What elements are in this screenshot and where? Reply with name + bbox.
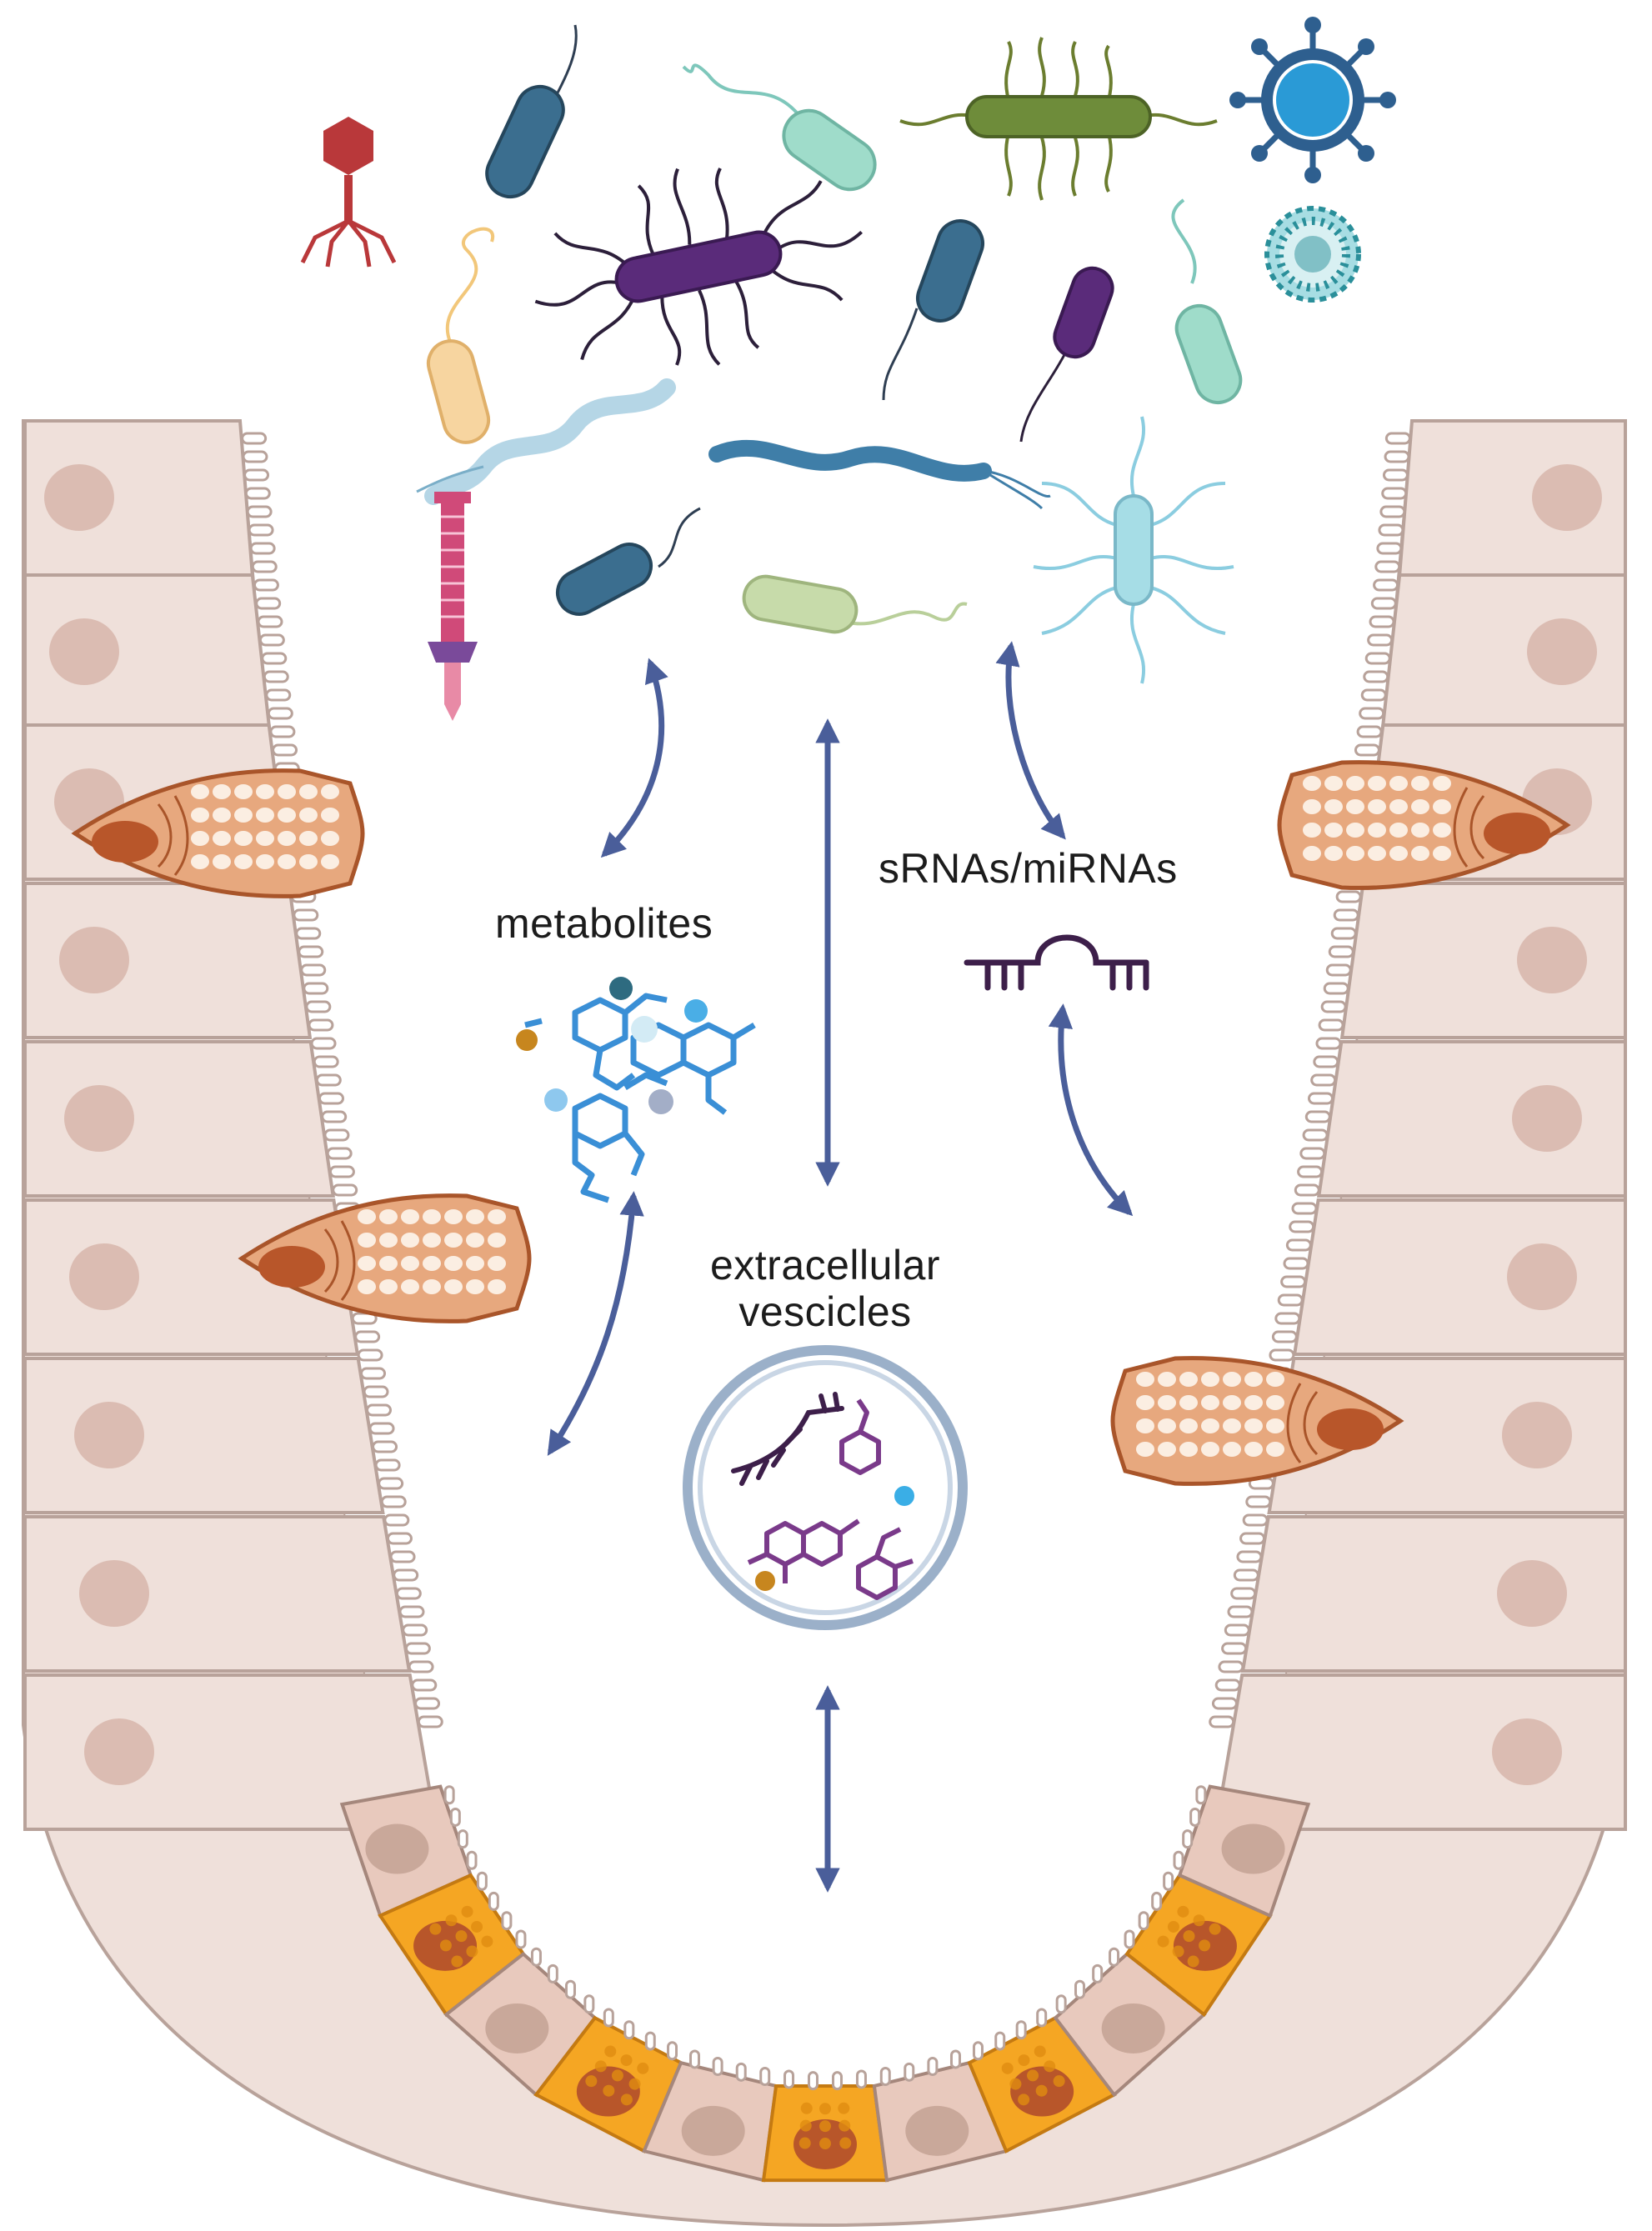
crypt-base-cells [339,1784,1311,2183]
flagellated-bacterium-icon [426,227,495,444]
arrow-microbes-srnas [995,641,1066,840]
rod-bacterium-icon [555,507,701,616]
enterocyte-icon [1380,573,1627,731]
paneth-cell-icon [1124,1871,1273,2018]
extracellular-vesicles-label: extracellular vescicles [709,1242,941,1335]
rod-bacterium-icon [1019,266,1114,443]
paneth-cell-icon [761,2069,889,2183]
virus-icon [1229,17,1396,183]
enterocyte-icon [23,1357,385,1514]
enterocyte-icon [1292,1198,1627,1356]
enterocyte-icon [1339,882,1627,1039]
enterocyte-icon [23,882,313,1039]
arrow-srnas-epithelium [1048,1003,1134,1217]
bacteriophage-icon [300,117,397,268]
goblet-cells [71,760,1571,1486]
enterocyte-icon [23,1040,335,1198]
peritrichous-bacterium-icon [534,168,863,366]
goblet-cell-icon [71,768,365,898]
arrow-metabolites-epithelium [547,1191,644,1456]
enterocyte-icon [1317,1040,1627,1198]
interaction-arrows [547,641,1134,1893]
enterocyte-icon [23,1515,412,1673]
goblet-cell-icon [238,1193,532,1323]
rod-bacterium-icon [485,24,578,199]
metabolite-molecule-icon [516,977,756,1203]
enterocyte-icon [1240,1515,1627,1673]
rna-hairpin-icon [964,934,1149,991]
goblet-cell-icon [1110,1356,1404,1486]
extracellular-vesicle-icon [683,1345,968,1630]
enterocyte-icon [339,1784,478,1918]
flagellated-bacterium-icon [682,63,877,192]
microbiota [300,17,1396,721]
metabolites-label: metabolites [495,900,713,947]
spirochete-icon [416,378,676,505]
peritrichous-bacterium-icon [899,37,1218,201]
enterocyte-icon [642,2049,778,2183]
spirochete-icon [708,439,1051,510]
enterocyte-icon [23,573,272,731]
enterocyte-icon [1214,1673,1627,1831]
right-enterocyte-column [1214,419,1627,1831]
srnas-mirnas-label: sRNAs/miRNAs [879,845,1178,892]
flagellated-bacterium-icon [742,574,968,634]
enterocyte-icon [872,2049,1009,2183]
arrow-microbes-metabolites [600,658,668,858]
coronavirus-icon [1264,206,1361,303]
enterocyte-icon [1398,419,1627,577]
rod-bacterium-icon [882,219,984,401]
goblet-cell-icon [1277,760,1571,890]
peritrichous-bacterium-icon [1033,416,1234,684]
enterocyte-icon [1173,1784,1311,1918]
injectisome-icon [428,492,478,721]
paneth-cell-icon [533,2008,683,2153]
flagellated-bacterium-icon [1171,198,1243,405]
enterocyte-icon [23,419,254,577]
